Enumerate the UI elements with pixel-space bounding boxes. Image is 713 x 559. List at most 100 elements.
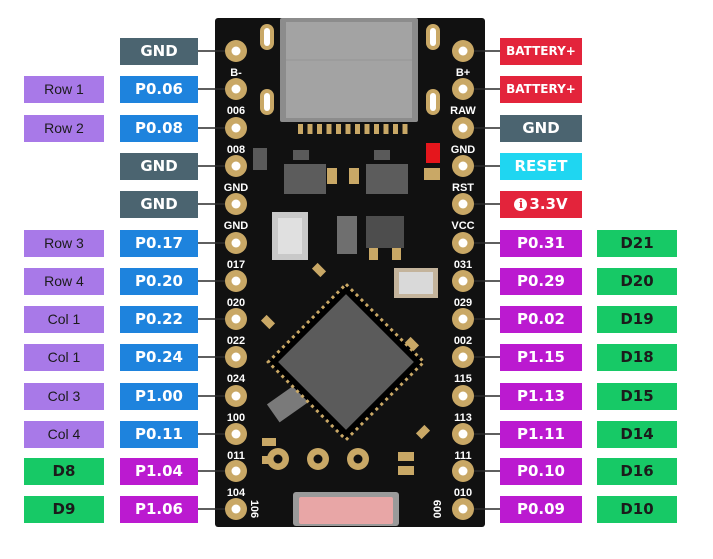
silkscreen-label: 115	[454, 373, 472, 385]
pin-label-left-text: P1.00	[134, 387, 183, 405]
silkscreen-label: B+	[456, 67, 470, 79]
pin-label-right: BATTERY+	[500, 38, 582, 65]
pin-pad-hole	[458, 161, 468, 171]
function-label-right-text: D21	[620, 234, 654, 252]
silkscreen-label: GND	[451, 144, 476, 156]
pin-label-left-text: P0.11	[134, 425, 183, 443]
usb-contact	[402, 124, 408, 134]
inductor	[337, 216, 357, 254]
transistor	[366, 216, 404, 248]
silkscreen-label: 106	[248, 500, 260, 518]
pin-label-left-text: GND	[140, 157, 178, 175]
pin-pad-hole	[231, 352, 241, 362]
pin-label-left: GND	[120, 191, 198, 218]
pin-pad-hole	[231, 466, 241, 476]
function-label-left-text: D9	[52, 500, 76, 518]
function-label-right-text: D15	[620, 387, 654, 405]
function-label-right-text: D16	[620, 462, 654, 480]
function-label-right-text: D14	[620, 425, 654, 443]
pin-pad-hole	[231, 161, 241, 171]
silkscreen-label: B-	[230, 67, 242, 79]
usb-contact	[326, 124, 332, 134]
pin-label-left-text: P1.04	[134, 462, 183, 480]
pin-pad-hole	[231, 391, 241, 401]
capacitor-face	[278, 218, 302, 254]
silkscreen-label: 104	[227, 487, 246, 499]
function-label-left-text: Col 1	[47, 349, 81, 365]
function-label-right-text: D10	[620, 500, 654, 518]
function-label-right: D21	[597, 230, 677, 257]
sensor-chip	[266, 383, 310, 423]
pin-label-right-text: GND	[522, 119, 560, 137]
usb-contact	[317, 124, 322, 134]
silkscreen-label: 100	[227, 412, 245, 424]
pin-label-left: P0.24	[120, 344, 198, 371]
mcu-body	[278, 294, 414, 430]
function-label-left: Row 4	[24, 268, 104, 295]
function-label-left: Col 1	[24, 306, 104, 333]
solder-pad	[327, 168, 337, 184]
function-label-left: Col 3	[24, 383, 104, 410]
silkscreen-label: 031	[454, 259, 472, 271]
pin-pad-hole	[231, 314, 241, 324]
pin-label-right-text: P0.10	[516, 462, 565, 480]
pin-label-right-text: 3.3V	[529, 195, 568, 213]
function-label-left-text: Col 3	[47, 388, 81, 404]
pin-label-left-text: P0.24	[134, 348, 183, 366]
pin-label-right: P1.13	[500, 383, 582, 410]
regulator-chip	[284, 164, 326, 194]
function-label-right-text: D19	[620, 310, 654, 328]
function-label-left: Row 2	[24, 115, 104, 142]
pin-label-right: P0.09	[500, 496, 582, 523]
pin-label-right: P0.31	[500, 230, 582, 257]
pin-label-right-text: P0.02	[516, 310, 565, 328]
pin-label-right-text: P0.31	[516, 234, 565, 252]
silkscreen-label: 022	[227, 335, 245, 347]
function-label-right-text: D20	[620, 272, 654, 290]
solder-pad	[262, 438, 276, 446]
pin-label-left: P0.08	[120, 115, 198, 142]
function-label-left: D9	[24, 496, 104, 523]
pin-label-left: P1.04	[120, 458, 198, 485]
function-label-left: Col 4	[24, 421, 104, 448]
pin-pad-hole	[231, 504, 241, 514]
solder-pad	[404, 336, 420, 352]
pin-pad-hole	[458, 123, 468, 133]
mcu-chip	[266, 282, 426, 442]
function-label-left: D8	[24, 458, 104, 485]
pin-label-right: P0.02	[500, 306, 582, 333]
function-label-left-text: Row 4	[44, 273, 84, 289]
pin-pad-hole	[458, 429, 468, 439]
pin-label-left-text: P0.20	[134, 272, 183, 290]
silkscreen-label: 006	[227, 105, 245, 117]
pin-label-left-text: GND	[140, 42, 178, 60]
pin-label-right: BATTERY+	[500, 76, 582, 103]
debug-pad-hole	[353, 454, 363, 464]
pin-label-right-text: P0.09	[516, 500, 565, 518]
solder-pad	[260, 314, 276, 330]
silkscreen-label: 009	[432, 500, 444, 518]
silkscreen-label: 020	[227, 297, 245, 309]
usb-connector-face	[286, 22, 412, 118]
silkscreen-label: 002	[454, 335, 472, 347]
solder-pad	[392, 248, 401, 260]
pin-label-right-text: P1.13	[516, 387, 565, 405]
debug-pad-hole	[313, 454, 323, 464]
usb-contact	[364, 124, 370, 134]
pin-label-left: P1.06	[120, 496, 198, 523]
silkscreen-label: GND	[224, 182, 249, 194]
mounting-slot-hole	[430, 93, 436, 111]
function-label-left-text: Row 1	[44, 81, 84, 97]
pin-pad-hole	[231, 429, 241, 439]
pin-pad-hole	[231, 46, 241, 56]
function-label-left-text: Row 3	[44, 235, 84, 251]
pin-pad-hole	[458, 84, 468, 94]
pin-label-left: P0.11	[120, 421, 198, 448]
pin-label-left-text: P1.06	[134, 500, 183, 518]
pin-pad-hole	[458, 314, 468, 324]
pin-label-right: RESET	[500, 153, 582, 180]
pin-pad-hole	[458, 46, 468, 56]
